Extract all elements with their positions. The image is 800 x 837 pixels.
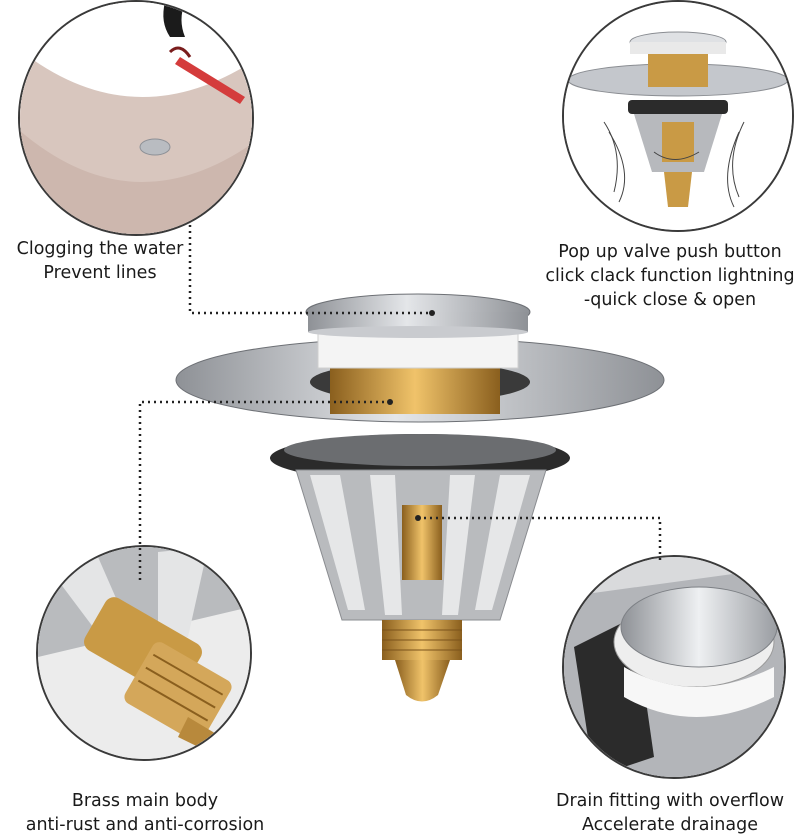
- caption-bottom-right: Drain fitting with overflow Accelerate d…: [540, 789, 800, 837]
- caption-bottom-left-line2: anti-rust and anti-corrosion: [25, 815, 265, 835]
- caption-bottom-left-line1: Brass main body: [71, 791, 219, 811]
- caption-top-left-line1: Clogging the water: [16, 239, 184, 259]
- caption-bottom-right-line2: Accelerate drainage: [582, 815, 758, 835]
- pop-up-valve-icon: [564, 2, 792, 230]
- caption-top-right-line3: -quick close & open: [583, 290, 757, 310]
- drain-fitting-photo: [562, 555, 786, 779]
- caption-top-left-line2: Prevent lines: [43, 263, 157, 283]
- brass-body-icon: [38, 547, 250, 759]
- drain-fitting-icon: [564, 557, 784, 777]
- caption-top-right-line2: click clack function lightning: [545, 266, 795, 286]
- pop-up-valve-photo: [562, 0, 794, 232]
- sink-basin-photo: [18, 0, 254, 236]
- caption-top-right: Pop up valve push button click clack fun…: [535, 240, 800, 312]
- sink-basin-icon: [20, 2, 252, 234]
- caption-top-left: Clogging the water Prevent lines: [0, 237, 200, 285]
- caption-top-right-line1: Pop up valve push button: [558, 242, 782, 262]
- caption-bottom-right-line1: Drain fitting with overflow: [555, 791, 785, 811]
- caption-bottom-left: Brass main body anti-rust and anti-corro…: [20, 789, 270, 837]
- brass-body-photo: [36, 545, 252, 761]
